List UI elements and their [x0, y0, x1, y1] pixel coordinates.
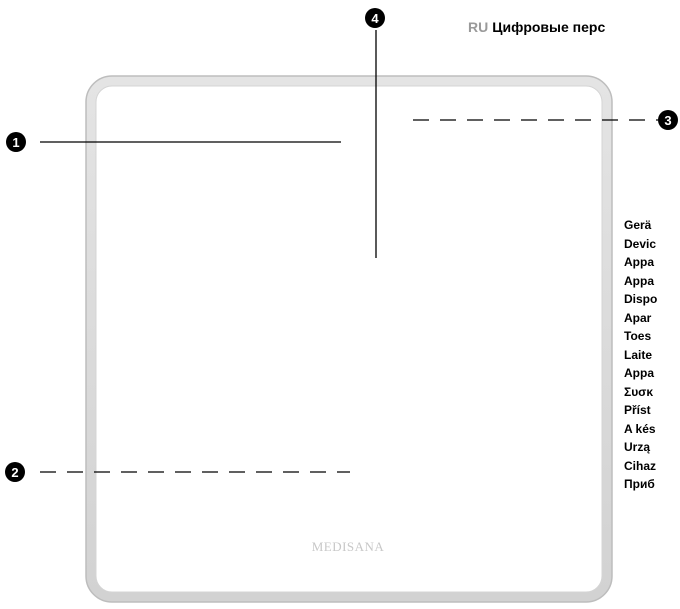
list-item: Příst: [624, 403, 651, 417]
list-item: A kés: [624, 421, 656, 436]
list-item: Appa: [624, 273, 654, 288]
list-item: Приб: [624, 477, 655, 491]
list-item: Appa: [624, 366, 654, 380]
scale-surface: [95, 85, 603, 593]
callout-1-badge: 1: [6, 132, 26, 152]
callout-4-badge: 4: [365, 8, 385, 28]
list-item: Devic: [624, 236, 657, 251]
list-item: Gerä: [624, 218, 652, 232]
header-title: Цифровые перс: [492, 19, 606, 35]
language-code: RU: [468, 19, 489, 35]
device-name-list: Gerä Devic Appa Appa Dispo Apar Toes Lai…: [624, 216, 657, 494]
list-item: Συσκ: [624, 384, 654, 399]
brand-logo: MEDISANA: [312, 539, 385, 554]
list-item: Laite: [624, 347, 653, 362]
list-item: Dispo: [624, 292, 658, 306]
callout-3-badge: 3: [658, 110, 678, 130]
list-item: Urzą: [624, 440, 651, 454]
list-item: Toes: [624, 329, 652, 343]
list-item: Appa: [624, 255, 654, 269]
list-item: Apar: [624, 310, 652, 325]
list-item: Cihaz: [624, 458, 657, 473]
callout-2-badge: 2: [5, 462, 25, 482]
